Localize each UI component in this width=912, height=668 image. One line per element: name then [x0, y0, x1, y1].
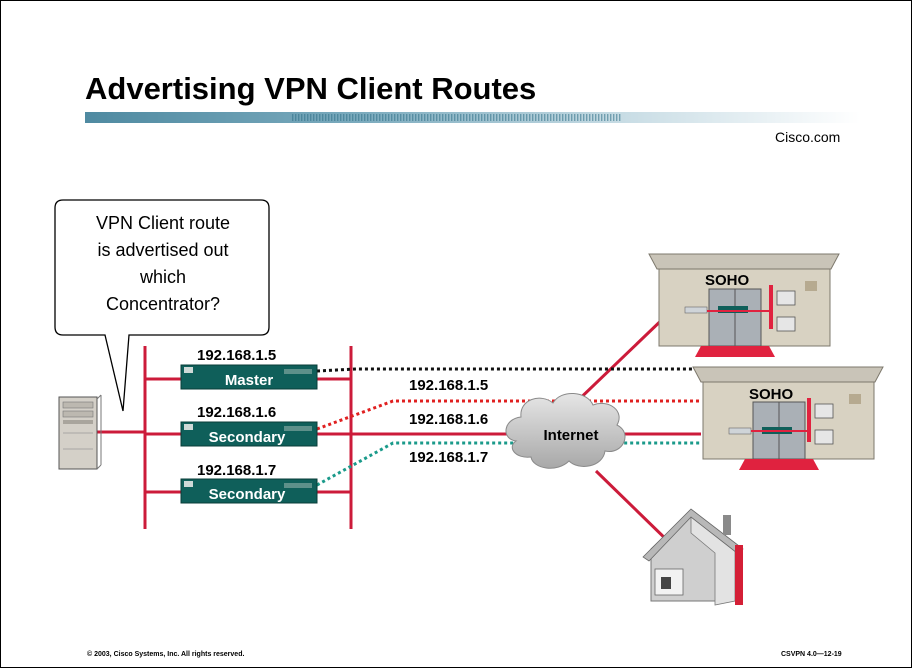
brand-label: Cisco.com — [775, 129, 841, 145]
speech-callout: VPN Client route is advertised out which… — [54, 199, 270, 412]
concentrator-ip-3: 192.168.1.7 — [197, 462, 276, 479]
server-icon — [58, 394, 102, 470]
lan-segments — [97, 346, 519, 529]
callout-line-2: is advertised out — [97, 240, 228, 260]
cloud-icon: Internet — [505, 393, 626, 469]
soho-building-icon — [692, 366, 884, 470]
concentrator-secondary-1: 192.168.1.6 Secondary — [180, 404, 318, 447]
house-icon — [642, 508, 744, 606]
header-bar — [85, 112, 860, 123]
concentrator-role-2: Secondary — [209, 429, 286, 446]
copyright-footer: © 2003, Cisco Systems, Inc. All rights r… — [87, 651, 245, 658]
concentrator-master: 192.168.1.5 Master — [180, 347, 318, 390]
tunnel-master — [316, 367, 701, 373]
slide-number-footer: CSVPN 4.0—12-19 — [781, 651, 842, 658]
slide-title: Advertising VPN Client Routes — [85, 71, 537, 106]
callout-line-1: VPN Client route — [96, 213, 230, 233]
tunnel-label-1: 192.168.1.5 — [409, 377, 488, 394]
soho-label-2: SOHO — [749, 386, 794, 403]
soho-label-1: SOHO — [705, 272, 750, 289]
soho-building-1: SOHO — [648, 253, 840, 357]
concentrator-role-3: Secondary — [209, 486, 286, 503]
soho-building-2: SOHO — [692, 366, 884, 470]
tunnel-secondary-1 — [316, 399, 701, 431]
callout-line-4: Concentrator? — [106, 294, 220, 314]
tunnel-secondary-2 — [316, 441, 701, 487]
concentrator-role-1: Master — [225, 372, 274, 389]
soho-building-icon — [648, 253, 840, 357]
tunnel-label-2: 192.168.1.6 — [409, 411, 488, 428]
vpn-tunnels — [316, 367, 701, 487]
tunnel-label-3: 192.168.1.7 — [409, 449, 488, 466]
concentrator-ip-1: 192.168.1.5 — [197, 347, 276, 364]
concentrator-secondary-2: 192.168.1.7 Secondary — [180, 462, 318, 504]
cloud-label: Internet — [543, 427, 598, 444]
concentrator-ip-2: 192.168.1.6 — [197, 404, 276, 421]
callout-line-3: which — [139, 267, 186, 287]
